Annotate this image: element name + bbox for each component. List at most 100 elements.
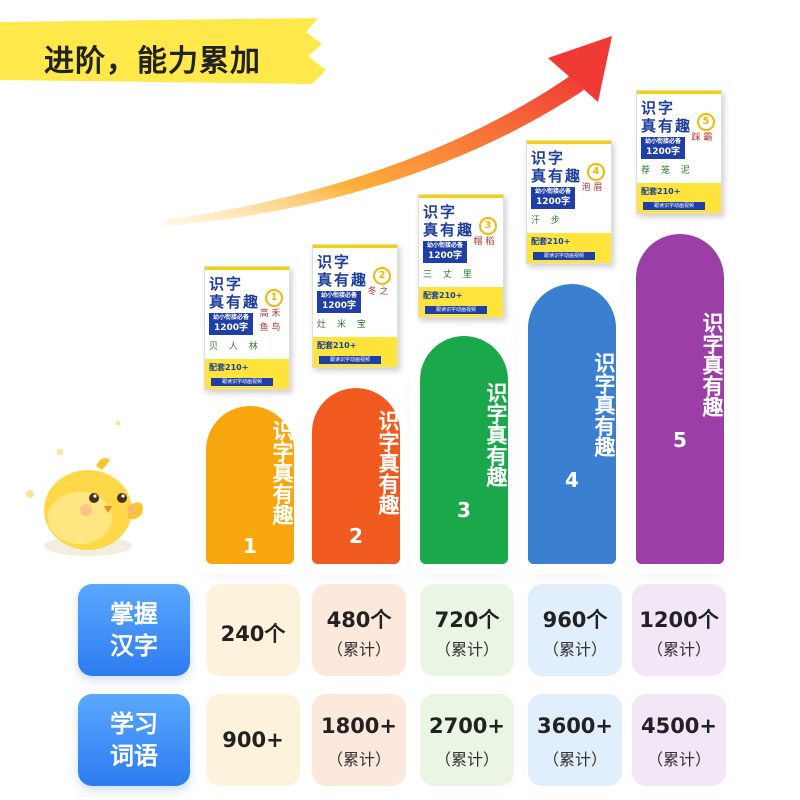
book-ad: 配套210+ — [641, 187, 681, 196]
table-cell: 900+ — [206, 694, 300, 786]
book-subtitle: 幼小衔接必备 — [212, 314, 249, 321]
bar-label: 识字真有趣 — [592, 352, 616, 457]
row-header-line2: 词语 — [110, 742, 158, 770]
bar-label: 识字真有趣 — [700, 312, 724, 417]
growth-arrow — [164, 36, 612, 226]
cell-note: （累计） — [326, 750, 391, 769]
book-footer: 配套210+ 跟读识字动画视频 — [637, 183, 721, 213]
row-header-line1: 学习 — [110, 710, 158, 738]
book-glyphs: 踩 霸 — [691, 133, 713, 143]
book-ad: 配套210+ — [317, 341, 357, 350]
cell-value: 1200个 — [639, 608, 719, 632]
cell-value: 720个 — [434, 608, 500, 632]
book-stripe: 跟读识字动画视频 — [425, 306, 487, 314]
cell-value: 4500+ — [640, 714, 718, 738]
page-title: 进阶，能力累加 — [44, 44, 261, 79]
level-bar-5: 识字真有趣 5 — [636, 234, 724, 564]
book-volume: 1 — [265, 289, 283, 307]
book-volume: 2 — [373, 267, 391, 285]
book-subtitle-box: 幼小衔接必备 1200字 — [209, 313, 253, 335]
bar-number: 2 — [349, 524, 363, 548]
book-subtitle: 幼小衔接必备 — [644, 138, 681, 145]
cell-value: 1800+ — [320, 714, 398, 738]
book-footer: 配套210+ 跟读识字动画视频 — [205, 359, 289, 389]
bar-number: 5 — [673, 428, 687, 452]
cell-note: （累计） — [646, 750, 711, 769]
cell-note: （累计） — [434, 750, 499, 769]
book-volume: 5 — [697, 113, 715, 131]
book-subtitle: 幼小衔接必备 — [320, 292, 357, 299]
book-ad: 配套210+ — [209, 363, 249, 372]
level-bar-1: 识字真有趣 1 — [206, 406, 294, 564]
table-cell: 240个 — [206, 584, 300, 676]
bar-label: 识字真有趣 — [270, 420, 294, 525]
level-bar-3: 识字真有趣 3 — [420, 336, 508, 564]
table-cell: 4500+ （累计） — [632, 694, 726, 786]
book-glyphs-row: 三 丈 里 — [423, 270, 476, 280]
row-header-characters: 掌握 汉字 — [78, 584, 190, 676]
title-banner — [0, 18, 326, 84]
book-title-line2: 真有趣 — [531, 167, 583, 185]
book-title-line2: 真有趣 — [317, 271, 369, 289]
book-title-line1: 识字 — [423, 203, 458, 221]
book-subtitle-box: 幼小衔接必备 1200字 — [641, 137, 685, 159]
book-title-line1: 识字 — [209, 275, 244, 293]
table-cell: 480个 （累计） — [312, 584, 406, 676]
table-cell: 1200个 （累计） — [632, 584, 726, 676]
table-cell: 3600+ （累计） — [528, 694, 622, 786]
cell-value: 900+ — [222, 728, 284, 752]
book-subtitle: 幼小衔接必备 — [534, 188, 571, 195]
sparkle-icon — [26, 420, 121, 498]
book-glyphs: 高 禾 鱼 鸟 — [259, 309, 281, 333]
cell-value: 480个 — [326, 608, 392, 632]
book-stripe: 跟读识字动画视频 — [211, 378, 273, 386]
cell-note: （累计） — [542, 750, 607, 769]
book-stripe: 跟读识字动画视频 — [643, 202, 705, 210]
book-ad: 配套210+ — [423, 291, 463, 300]
cell-value: 3600+ — [536, 714, 614, 738]
row-header-line1: 掌握 — [110, 600, 158, 628]
book-cover-5: 识字 真有趣 5 幼小衔接必备 1200字 踩 霸 荐 笼 泥 配套210+ 跟读识… — [636, 90, 722, 214]
book-stripe: 跟读识字动画视频 — [533, 252, 595, 260]
book-glyphs-row: 灶 米 宝 — [317, 320, 370, 330]
table-cell: 960个 （累计） — [528, 584, 622, 676]
book-glyphs: 泡 眉 — [581, 183, 603, 193]
cell-note: （累计） — [326, 640, 391, 659]
book-glyphs-row: 荐 笼 泥 — [641, 166, 694, 176]
book-count: 1200字 — [427, 251, 463, 261]
book-count: 1200字 — [213, 323, 249, 333]
book-glyphs: 帽 稻 — [473, 237, 495, 247]
cell-value: 2700+ — [428, 714, 506, 738]
table-cell: 2700+ （累计） — [420, 694, 514, 786]
book-count: 1200字 — [645, 147, 681, 157]
book-glyphs: 冬 之 — [367, 287, 389, 297]
book-footer: 配套210+跟读识字动画视频 — [527, 233, 611, 263]
row-header-line2: 汉字 — [110, 632, 158, 660]
row-header-words: 学习 词语 — [78, 694, 190, 786]
book-subtitle: 幼小衔接必备 — [426, 242, 463, 249]
bar-number: 4 — [565, 468, 579, 492]
book-title-line2: 真有趣 — [641, 117, 693, 135]
book-title-line1: 识字 — [641, 99, 676, 117]
book-footer: 配套210+跟读识字动画视频 — [313, 337, 397, 367]
book-footer: 配套210+ 跟读识字动画视频 — [419, 287, 503, 317]
book-volume: 3 — [479, 217, 497, 235]
table-cell: 1800+ （累计） — [312, 694, 406, 786]
level-bar-2: 识字真有趣 2 — [312, 388, 400, 564]
book-title-line1: 识字 — [317, 253, 352, 271]
cell-value: 960个 — [542, 608, 608, 632]
book-count: 1200字 — [321, 301, 357, 311]
level-bar-4: 识字真有趣 4 — [528, 284, 616, 564]
book-glyphs-row: 汗 步 — [531, 216, 564, 226]
yellow-chick-icon — [26, 420, 143, 556]
book-volume: 4 — [587, 163, 605, 181]
book-cover-2: 识字 真有趣 2 幼小衔接必备 1200字 冬 之 灶 米 宝 配套210+跟读识… — [312, 244, 398, 368]
book-subtitle-box: 幼小衔接必备 1200字 — [317, 291, 361, 313]
book-subtitle-box: 幼小衔接必备 1200字 — [423, 241, 467, 263]
cell-note: （累计） — [434, 640, 499, 659]
bar-number: 3 — [457, 498, 471, 522]
